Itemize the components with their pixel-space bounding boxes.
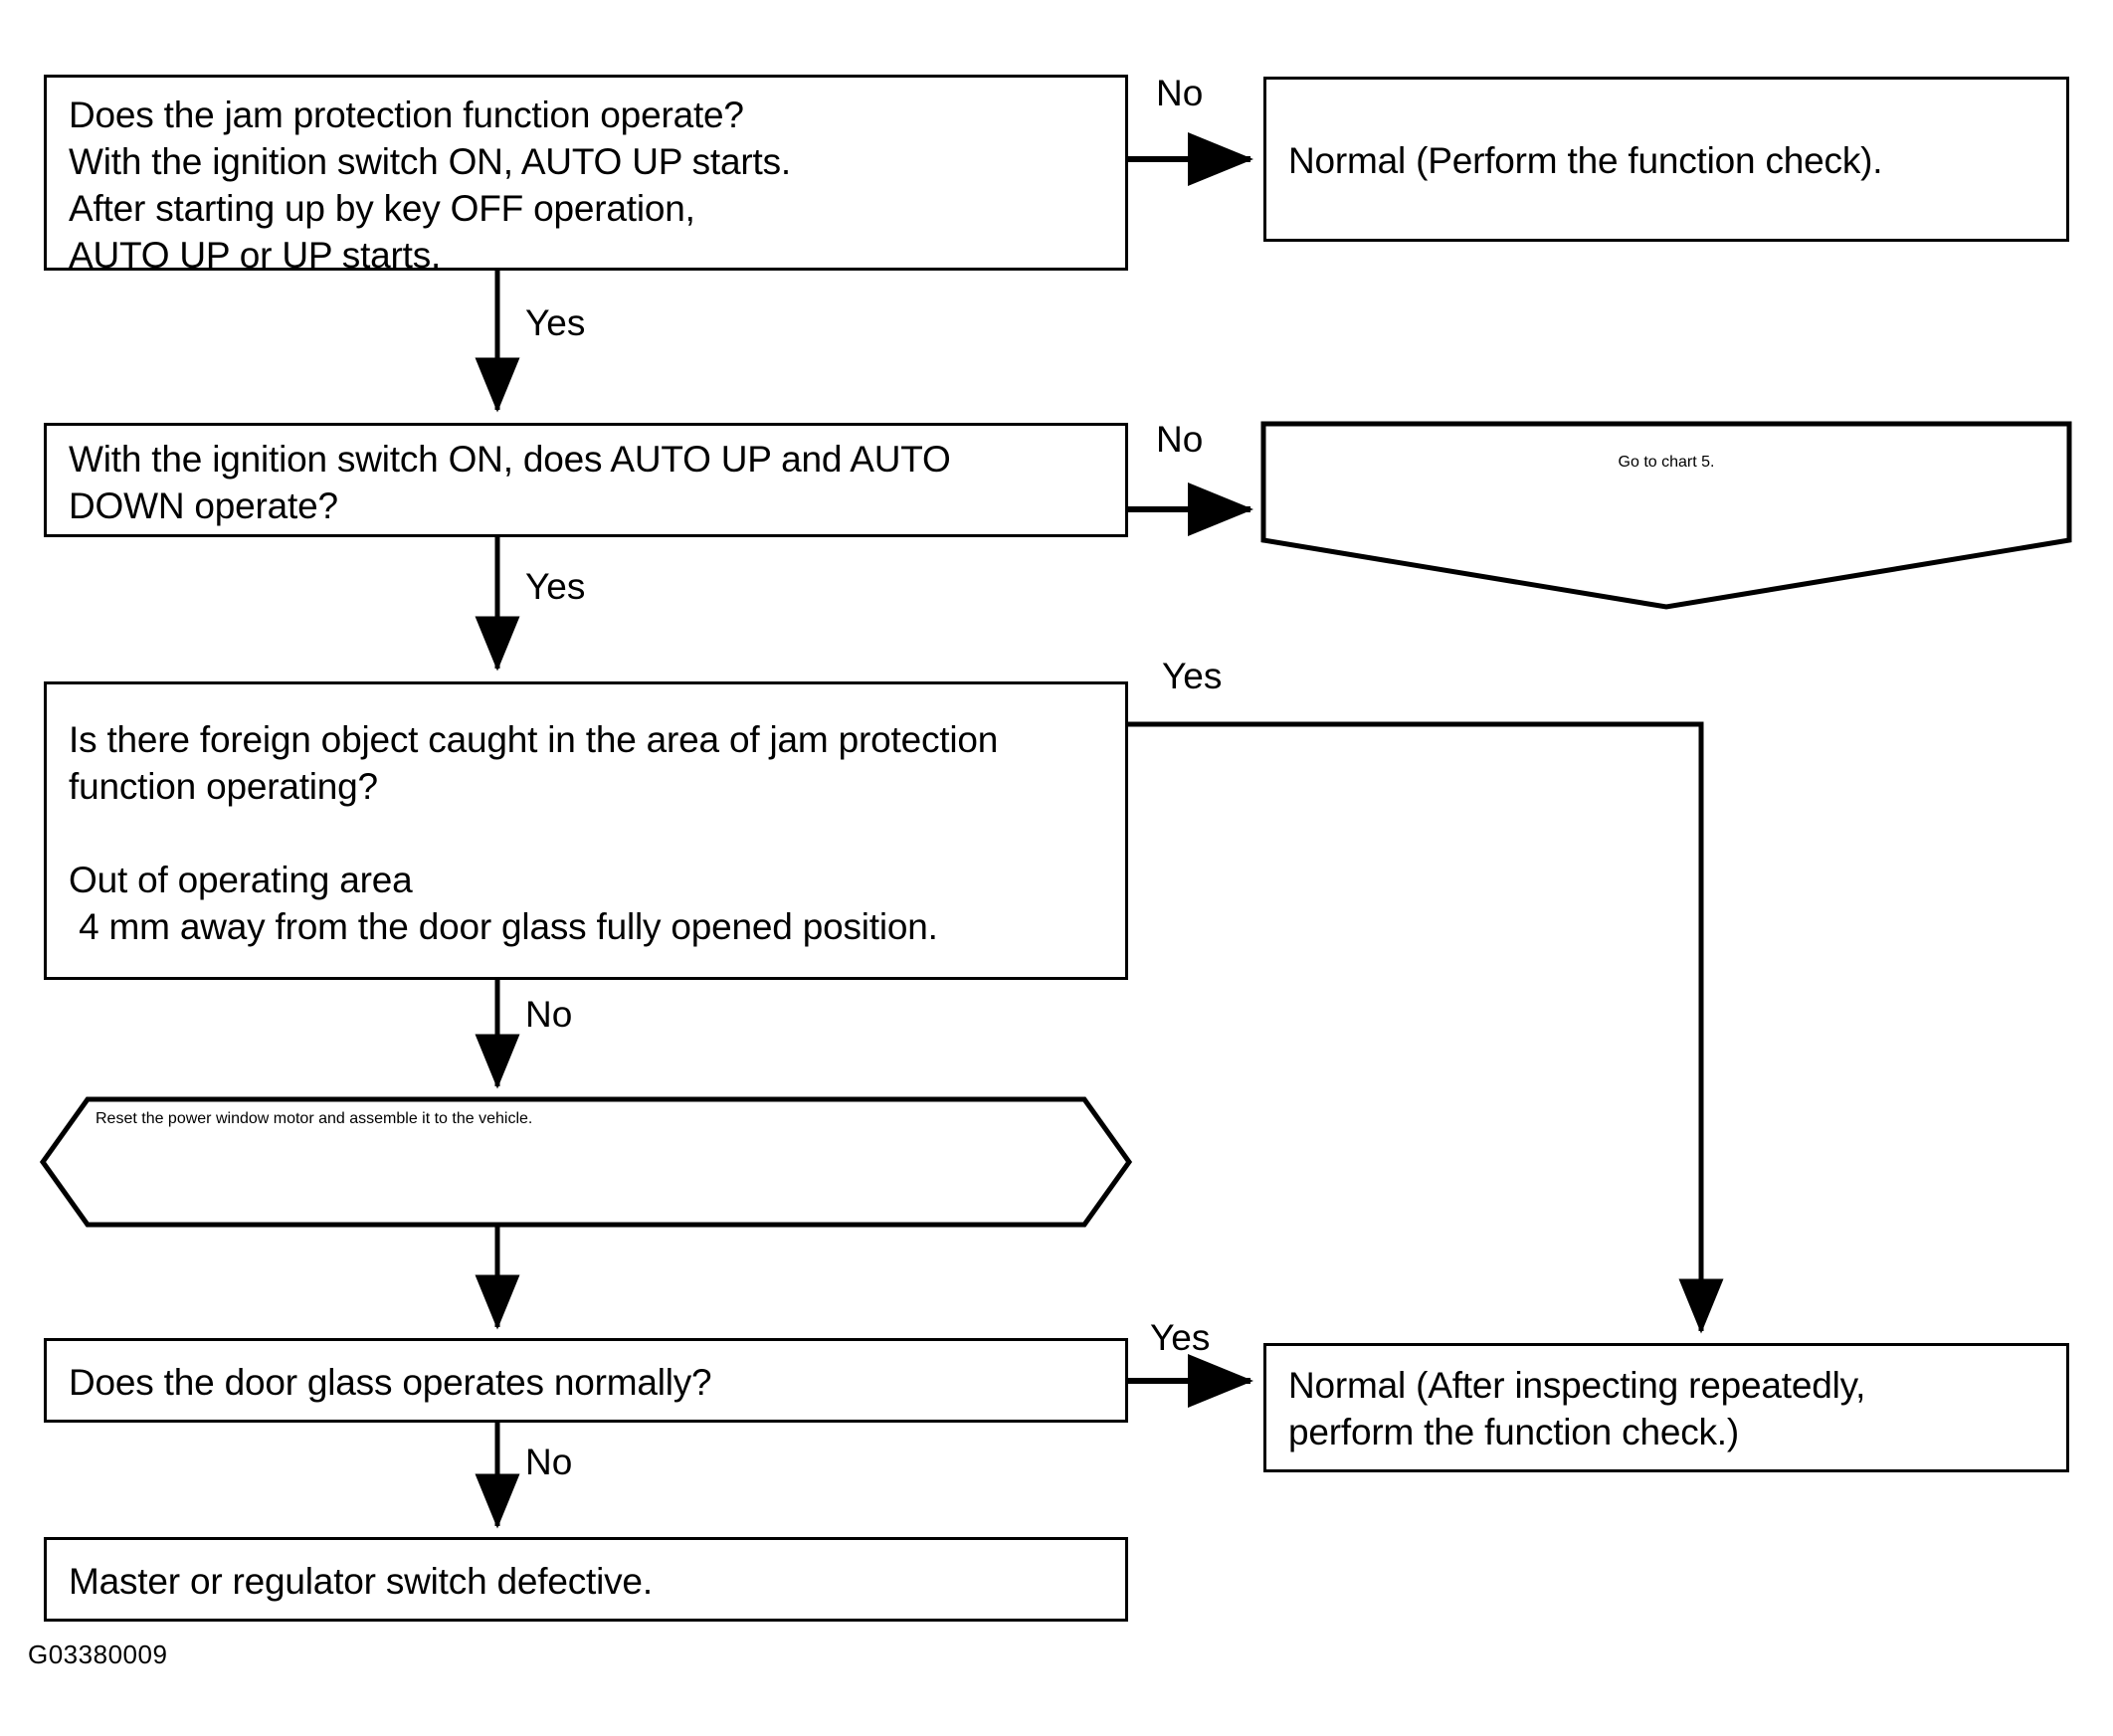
edge-label-q3-no: No bbox=[525, 994, 573, 1035]
node-foreign-object-question[interactable]: Is there foreign object caught in the ar… bbox=[44, 681, 1128, 980]
go-to-chart-5-shape bbox=[1260, 421, 2072, 610]
node-foreign-object-question-text: Is there foreign object caught in the ar… bbox=[69, 719, 999, 947]
figure-id-caption: G03380009 bbox=[28, 1640, 168, 1669]
edge-label-q3-yes: Yes bbox=[1162, 656, 1223, 696]
node-master-regulator-switch-defective[interactable]: Master or regulator switch defective. bbox=[44, 1537, 1128, 1622]
node-jam-protection-question[interactable]: Does the jam protection function operate… bbox=[44, 75, 1128, 276]
node-reset-power-window-motor[interactable]: Reset the power window motor and assembl… bbox=[36, 1092, 1136, 1232]
node-go-to-chart-5[interactable]: Go to chart 5. bbox=[1255, 416, 2077, 615]
edge-label-q1-no: No bbox=[1156, 73, 1204, 113]
node-auto-up-down-question-text: With the ignition switch ON, does AUTO U… bbox=[69, 439, 951, 526]
node-normal-after-inspecting-text: Normal (After inspecting repeatedly, per… bbox=[1288, 1365, 1866, 1452]
node-normal-after-inspecting[interactable]: Normal (After inspecting repeatedly, per… bbox=[1263, 1343, 2069, 1472]
node-go-to-chart-5-text: Go to chart 5. bbox=[1618, 454, 1715, 471]
node-door-glass-question-text: Does the door glass operates normally? bbox=[69, 1362, 712, 1403]
edge-label-q2-yes: Yes bbox=[525, 566, 586, 607]
node-jam-protection-question-text: Does the jam protection function operate… bbox=[69, 95, 791, 276]
node-normal-perform-function-check-text: Normal (Perform the function check). bbox=[1288, 140, 1883, 181]
node-master-regulator-switch-defective-text: Master or regulator switch defective. bbox=[69, 1561, 653, 1602]
edge-label-q4-no: No bbox=[525, 1442, 573, 1482]
node-auto-up-down-question[interactable]: With the ignition switch ON, does AUTO U… bbox=[44, 423, 1128, 537]
reset-power-window-motor-shape bbox=[39, 1096, 1133, 1228]
node-door-glass-question[interactable]: Does the door glass operates normally? bbox=[44, 1338, 1128, 1423]
edge-label-q4-yes: Yes bbox=[1150, 1317, 1211, 1358]
edge-label-q2-no: No bbox=[1156, 419, 1204, 460]
edge-label-q1-yes: Yes bbox=[525, 302, 586, 343]
edge-q3-yes bbox=[1128, 721, 1724, 1334]
node-normal-perform-function-check[interactable]: Normal (Perform the function check). bbox=[1263, 77, 2069, 242]
node-reset-power-window-motor-text: Reset the power window motor and assembl… bbox=[96, 1110, 533, 1127]
